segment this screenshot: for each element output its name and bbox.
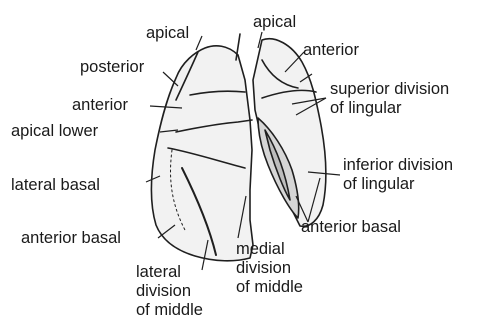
label-lateral-middle: lateral division of middle xyxy=(136,263,203,320)
label-left-apical: apical xyxy=(253,13,296,32)
label-right-apical: apical xyxy=(146,24,189,43)
label-lateral-middle-line2: division xyxy=(136,282,203,301)
label-right-anterior: anterior xyxy=(72,96,128,115)
label-lateral-middle-line3: of middle xyxy=(136,301,203,320)
label-lateral-basal: lateral basal xyxy=(11,176,100,195)
label-superior-lingular-line2: of lingular xyxy=(330,99,449,118)
label-anterior-basal-right: anterior basal xyxy=(301,218,401,237)
label-inferior-lingular-line1: inferior division xyxy=(343,156,453,175)
label-superior-lingular: superior division of lingular xyxy=(330,80,449,118)
label-apical-lower: apical lower xyxy=(11,122,98,141)
label-medial-middle: medial division of middle xyxy=(236,240,303,297)
label-anterior-basal-left: anterior basal xyxy=(21,229,121,248)
label-superior-lingular-line1: superior division xyxy=(330,80,449,99)
label-medial-middle-line3: of middle xyxy=(236,278,303,297)
label-left-anterior: anterior xyxy=(303,41,359,60)
label-posterior: posterior xyxy=(80,58,144,77)
label-inferior-lingular: inferior division of lingular xyxy=(343,156,453,194)
right-lung-outline xyxy=(151,46,253,261)
leader-right-apical xyxy=(196,36,202,50)
label-lateral-middle-line1: lateral xyxy=(136,263,203,282)
label-medial-middle-line2: division xyxy=(236,259,303,278)
label-inferior-lingular-line2: of lingular xyxy=(343,175,453,194)
label-medial-middle-line1: medial xyxy=(236,240,303,259)
